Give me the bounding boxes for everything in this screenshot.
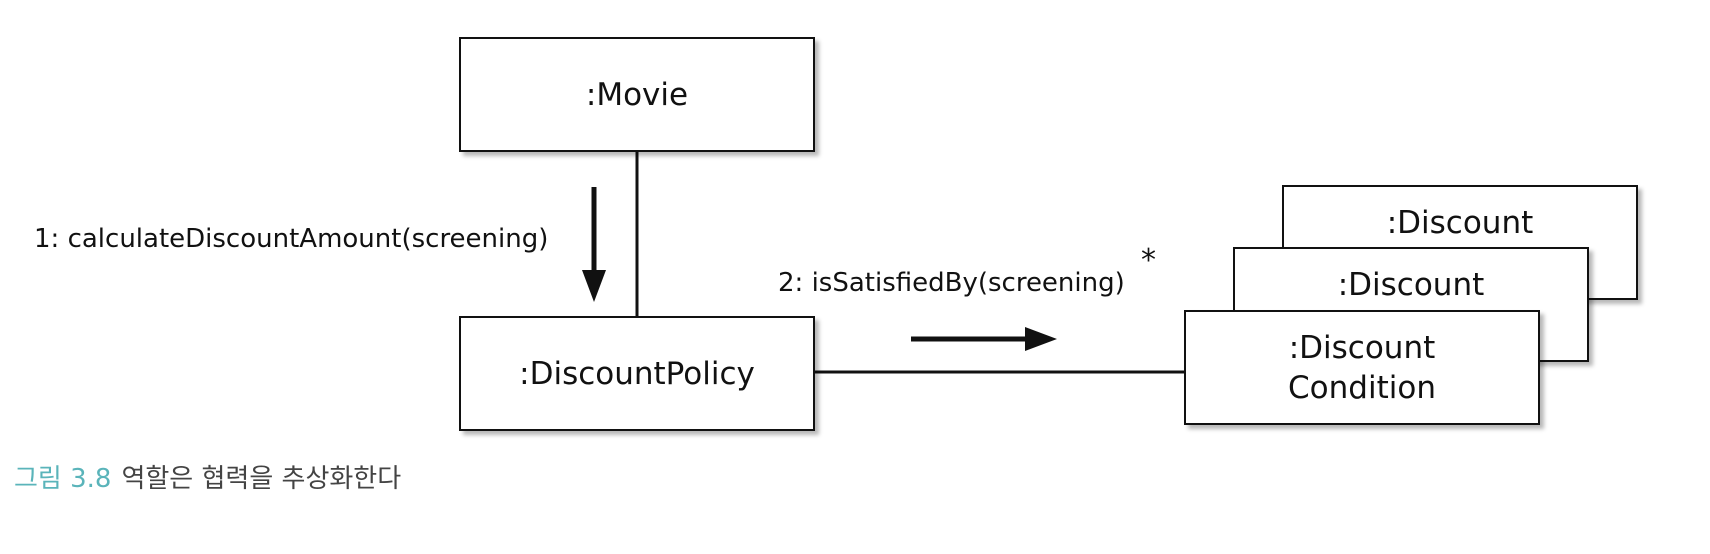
movie-object-label: :Movie: [585, 76, 689, 113]
discount-policy-object: :DiscountPolicy: [459, 316, 815, 431]
message-arrow-2-head: [1025, 327, 1057, 351]
discount-condition-front-label-line1: :Discount: [1288, 329, 1436, 366]
movie-object: :Movie: [459, 37, 815, 152]
discount-condition-middle-label: :Discount: [1337, 267, 1485, 303]
message-2-label: 2: isSatisfiedBy(screening): [778, 268, 1125, 298]
figure-caption: 그림 3.8 역할은 협력을 추상화한다: [14, 462, 401, 496]
figure-title: 역할은 협력을 추상화한다: [121, 464, 402, 494]
discount-policy-object-label: :DiscountPolicy: [519, 355, 755, 392]
message-1-label: 1: calculateDiscountAmount(screening): [34, 224, 549, 254]
figure-number: 그림 3.8: [14, 464, 112, 494]
multiplicity-marker: *: [1141, 243, 1156, 278]
discount-condition-front-label-line2: Condition: [1288, 369, 1436, 406]
discount-condition-back-label: :Discount: [1386, 205, 1534, 241]
message-arrow-1-head: [582, 270, 606, 302]
discount-condition-object-front: :Discount Condition: [1184, 310, 1540, 425]
